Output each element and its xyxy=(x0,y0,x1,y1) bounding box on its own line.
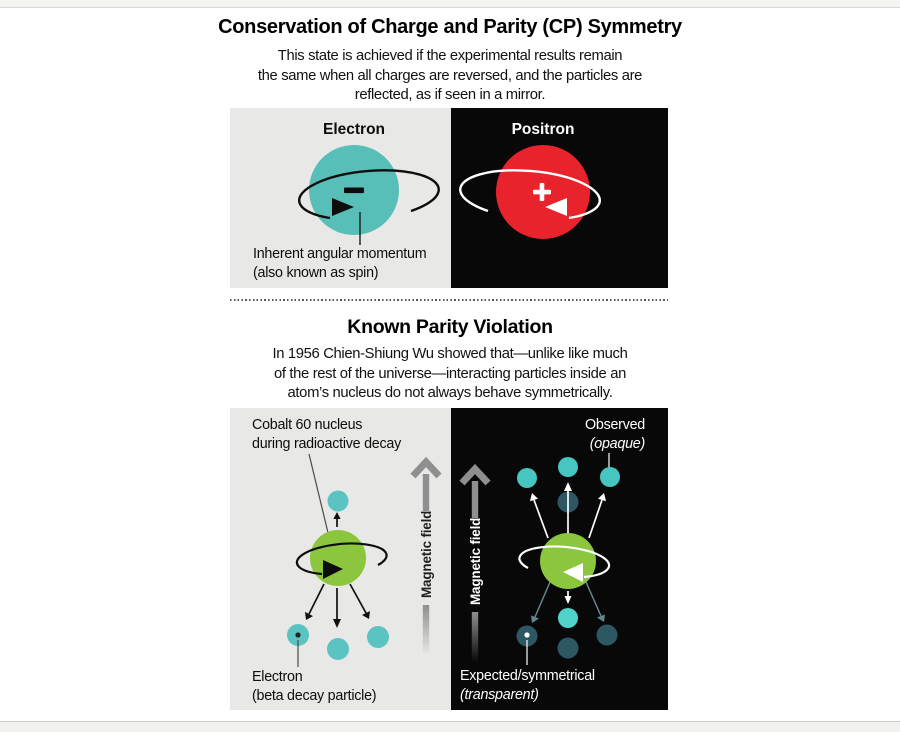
down-left-arrowhead-icon xyxy=(305,611,313,620)
spin-caption-line-1: Inherent angular momentum xyxy=(253,246,427,262)
up-right-arrowhead-icon xyxy=(598,493,606,502)
spin-caption-line-2: (also known as spin) xyxy=(253,264,379,281)
spin-orbit-icon xyxy=(298,169,440,220)
parity-paragraph: In 1956 Chien-Shiung Wu showed that—unli… xyxy=(0,345,900,404)
magnetic-field-arrow-icon xyxy=(459,463,491,486)
expected-label-line-2: (transparent) xyxy=(460,686,539,703)
spin-caption: Inherent angular momentum (also known as… xyxy=(253,245,427,283)
positron-illustration xyxy=(459,145,601,239)
spin-arrowhead-icon xyxy=(563,563,583,582)
cobalt-real-panel: Magnetic field xyxy=(230,408,451,710)
expected-label: Expected/symmetrical (transparent) xyxy=(460,667,595,705)
cobalt-real-illustration: Magnetic field xyxy=(287,453,442,667)
up-arrowhead-icon xyxy=(564,482,572,491)
expected-label-line-1: Expected/symmetrical xyxy=(460,668,595,684)
parity-line-2: of the rest of the universe—interacting … xyxy=(274,365,626,382)
nucleus-leader-line xyxy=(308,453,331,542)
observed-particle-left xyxy=(517,468,537,488)
parity-line-3: atom’s nucleus do not always behave symm… xyxy=(287,385,613,401)
minus-icon xyxy=(344,187,364,194)
cobalt-label-line-1: Cobalt 60 nucleus xyxy=(252,417,363,433)
expected-particle-mid xyxy=(557,637,579,659)
observed-particle-mid xyxy=(558,457,578,477)
spin-orbit-icon xyxy=(295,542,388,576)
observed-label-line-1: Observed xyxy=(585,417,645,433)
cobalt-mirror-illustration: Magnetic field xyxy=(459,453,620,665)
positron-panel: Positron xyxy=(451,108,668,288)
spin-arrowhead-icon xyxy=(323,560,343,579)
cobalt-nucleus-mirror xyxy=(540,533,596,589)
expected-left-arrow xyxy=(534,581,551,618)
electron-label-line-1: Electron xyxy=(252,669,303,685)
intro-line-1: This state is achieved if the experiment… xyxy=(277,48,623,64)
bottom-border-band xyxy=(0,721,900,732)
cobalt-nucleus xyxy=(310,530,366,586)
observed-particle-right xyxy=(600,467,620,487)
magnetic-field-label: Magnetic field xyxy=(419,511,434,598)
magnetic-field-label: Magnetic field xyxy=(468,518,483,605)
expected-left-arrowhead-icon xyxy=(531,615,539,623)
down-right-arrow xyxy=(349,583,367,614)
electron-heading: Electron xyxy=(322,121,385,138)
magnetic-field-label-group: Magnetic field xyxy=(419,511,434,598)
magnetic-field-stem-top xyxy=(422,474,430,511)
positron-heading: Positron xyxy=(511,121,575,138)
observed-label: Observed (opaque) xyxy=(585,416,645,454)
spin-orbit-icon xyxy=(518,545,611,579)
electron-panel: Electron Inherent angular momentum (also… xyxy=(230,108,451,288)
top-border-band xyxy=(0,0,900,8)
parity-line-1: In 1956 Chien-Shiung Wu showed that—unli… xyxy=(272,346,628,362)
up-left-arrow xyxy=(533,499,549,539)
beta-particle-down-right xyxy=(367,626,389,648)
expected-right-arrow xyxy=(585,581,602,617)
electron-label-line-2: (beta decay particle) xyxy=(252,687,377,704)
beta-particle-down-mid xyxy=(327,638,349,660)
cobalt-label: Cobalt 60 nucleus during radioactive dec… xyxy=(252,416,401,454)
magnetic-field-stem-fade xyxy=(422,605,430,655)
observed-particle-down xyxy=(558,608,578,628)
electron-illustration xyxy=(298,145,440,245)
intro-paragraph: This state is achieved if the experiment… xyxy=(0,47,900,106)
down-right-arrowhead-icon xyxy=(362,611,370,619)
parity-violation-diagram: Magnetic field xyxy=(230,408,668,710)
cobalt-mirror-panel: Magnetic field xyxy=(451,408,668,710)
spin-arrowhead-icon xyxy=(545,198,567,216)
cobalt-label-line-2: during radioactive decay xyxy=(252,435,401,452)
cp-symmetry-diagram: Electron Inherent angular momentum (also… xyxy=(230,108,668,288)
section-divider xyxy=(230,299,668,301)
observed-label-line-2: (opaque) xyxy=(589,435,645,452)
intro-line-2: the same when all charges are reversed, … xyxy=(257,67,643,84)
spin-arrowhead-icon xyxy=(332,198,354,216)
expected-particle-right xyxy=(596,624,618,646)
intro-line-3: reflected, as if seen in a mirror. xyxy=(354,87,546,103)
magnetic-field-stem-top xyxy=(471,481,479,518)
parity-section-title: Known Parity Violation xyxy=(347,316,553,338)
up-left-arrowhead-icon xyxy=(530,493,538,502)
spin-orbit-icon xyxy=(459,169,601,220)
expected-right-arrowhead-icon xyxy=(597,614,605,622)
magnetic-field-stem-fade xyxy=(471,612,479,662)
plus-vertical-bar xyxy=(539,183,545,201)
magnetic-field-label-group: Magnetic field xyxy=(468,518,483,605)
down-arrowhead-icon xyxy=(333,619,341,628)
expected-leader-dot xyxy=(524,632,530,638)
magnetic-field-arrow-icon xyxy=(410,456,442,479)
plus-icon xyxy=(533,183,551,201)
up-arrowhead-icon xyxy=(333,512,341,519)
electron-leader-dot xyxy=(295,632,301,638)
up-right-arrow xyxy=(588,499,603,539)
page-title: Conservation of Charge and Parity (CP) S… xyxy=(218,16,682,38)
electron-label: Electron (beta decay particle) xyxy=(252,668,377,706)
down-left-arrow xyxy=(308,583,325,615)
down-arrowhead-icon xyxy=(564,596,572,604)
beta-particle-up xyxy=(327,490,349,512)
